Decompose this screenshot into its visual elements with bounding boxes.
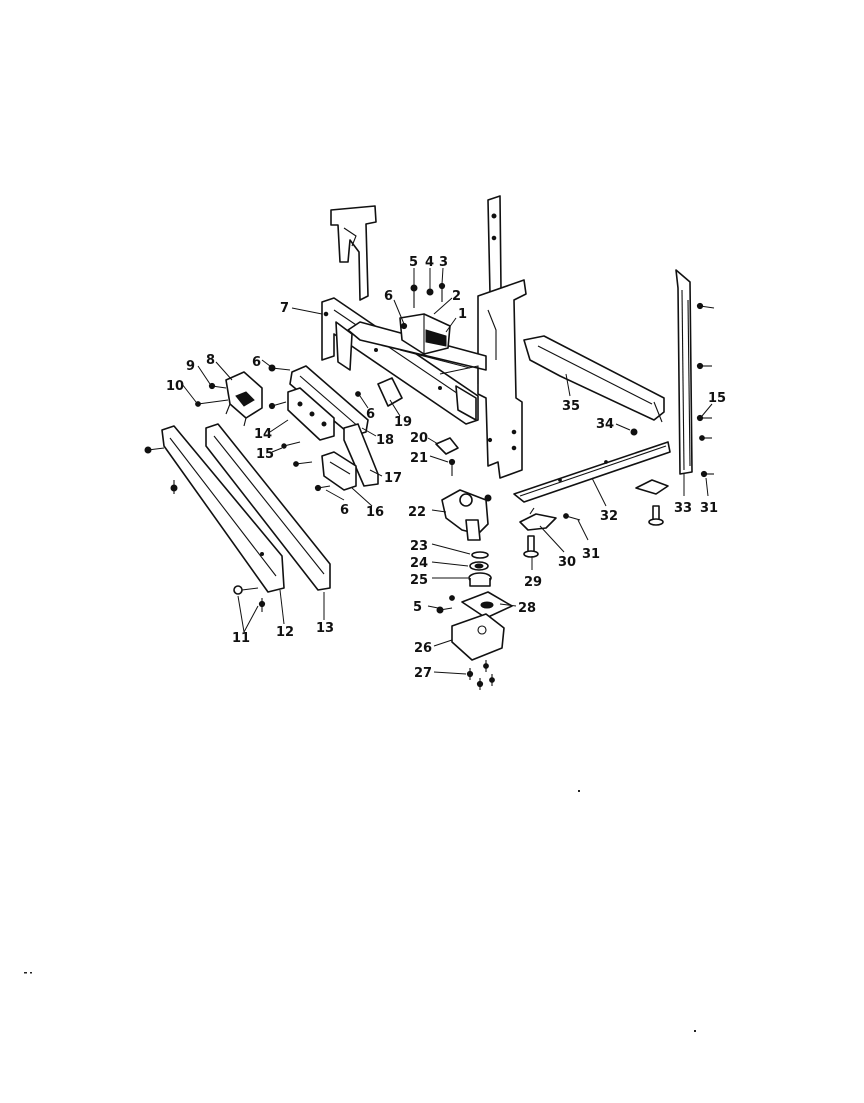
valve-22 <box>441 489 492 541</box>
leveling-feet <box>523 479 669 558</box>
washer-23 <box>471 551 489 559</box>
callout-27: 27 <box>414 666 432 681</box>
callout-9: 9 <box>186 359 195 374</box>
scan-specks <box>24 790 696 1032</box>
plate-17 <box>343 423 379 487</box>
callout-29: 29 <box>524 575 542 590</box>
callout-12: 12 <box>276 625 294 640</box>
callout-18: 18 <box>376 433 394 448</box>
callout-24: 24 <box>410 556 428 571</box>
clamp-16 <box>321 451 357 491</box>
bracket-1-2 <box>399 313 451 355</box>
callout-labels: 1 2 3 4 5 5 6 6 6 6 6 7 8 9 10 11 12 13 … <box>166 255 726 681</box>
callout-1: 1 <box>458 307 467 322</box>
callout-32: 32 <box>600 509 618 524</box>
callout-2: 2 <box>452 289 461 304</box>
callout-31: 31 <box>582 547 600 562</box>
callout-16: 16 <box>366 505 384 520</box>
callout-28: 28 <box>518 601 536 616</box>
callout-19: 19 <box>394 415 412 430</box>
callout-6: 6 <box>366 407 375 422</box>
callout-11: 11 <box>232 631 250 646</box>
callout-25: 25 <box>410 573 428 588</box>
callout-15: 15 <box>708 391 726 406</box>
hardware-screws <box>144 282 715 690</box>
callout-30: 30 <box>558 555 576 570</box>
callout-15: 15 <box>256 447 274 462</box>
callout-7: 7 <box>280 301 289 316</box>
callout-34: 34 <box>596 417 614 432</box>
callout-13: 13 <box>316 621 334 636</box>
bracket-26 <box>451 613 505 661</box>
bracket-30 <box>519 507 557 531</box>
callout-22: 22 <box>408 505 426 520</box>
callout-3: 3 <box>439 255 448 270</box>
angled-bracket-18 <box>289 365 369 437</box>
bottom-angle-32 <box>513 441 671 503</box>
callout-8: 8 <box>206 353 215 368</box>
leader-lines <box>181 267 713 675</box>
callout-10: 10 <box>166 379 184 394</box>
bushing-25 <box>468 572 492 587</box>
callout-4: 4 <box>425 255 434 270</box>
switch-8 <box>225 371 263 427</box>
side-rail-35 <box>523 335 665 423</box>
callout-31: 31 <box>700 501 718 516</box>
callout-33: 33 <box>674 501 692 516</box>
callout-14: 14 <box>254 427 272 442</box>
callout-5: 5 <box>409 255 418 270</box>
callout-21: 21 <box>410 451 428 466</box>
kick-rail-13 <box>205 423 331 591</box>
callout-26: 26 <box>414 641 432 656</box>
clip-19 <box>377 377 403 407</box>
grommet-24 <box>469 561 489 571</box>
callout-6: 6 <box>340 503 349 518</box>
callout-23: 23 <box>410 539 428 554</box>
callout-17: 17 <box>384 471 402 486</box>
clip-20 <box>435 437 459 455</box>
kick-rail-12 <box>161 425 285 593</box>
callout-6: 6 <box>252 355 261 370</box>
callout-35: 35 <box>562 399 580 414</box>
terminal-block-14 <box>287 387 335 441</box>
callout-20: 20 <box>410 431 428 446</box>
vertical-channel-33 <box>675 269 693 475</box>
callout-5: 5 <box>413 600 422 615</box>
callout-6: 6 <box>384 289 393 304</box>
